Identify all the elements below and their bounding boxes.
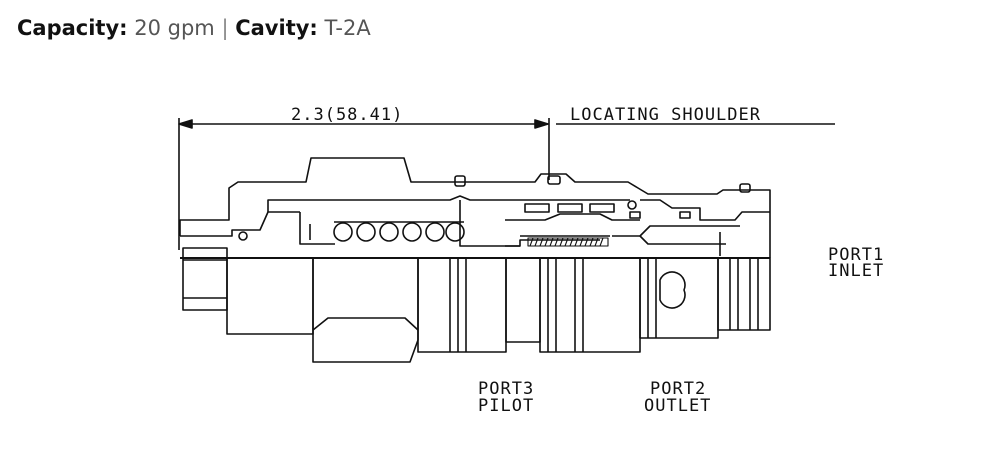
locating-shoulder-label: LOCATING SHOULDER — [570, 105, 761, 125]
spec-separator: | — [221, 16, 229, 40]
valve-body-lower — [182, 247, 771, 363]
port2-outlet-label: OUTLET — [644, 396, 711, 416]
port3-label: PORT3 — [478, 379, 534, 399]
port1-label: PORT1 — [828, 245, 884, 265]
dimension-label: 2.3(58.41) — [291, 105, 403, 125]
valve-body-upper — [179, 157, 771, 258]
dimension-line — [178, 118, 835, 250]
cavity-label: Cavity: — [235, 16, 318, 40]
cavity-value: T-2A — [324, 16, 371, 40]
capacity-value: 20 gpm — [134, 16, 215, 40]
capacity-label: Capacity: — [17, 16, 128, 40]
pilot-spring — [527, 237, 609, 247]
spec-line: Capacity: 20 gpm | Cavity: T-2A — [17, 16, 371, 40]
port1-inlet-label: INLET — [828, 261, 884, 281]
port3-pilot-label: PILOT — [478, 396, 534, 416]
spring-coils — [333, 221, 465, 242]
port2-label: PORT2 — [650, 379, 706, 399]
